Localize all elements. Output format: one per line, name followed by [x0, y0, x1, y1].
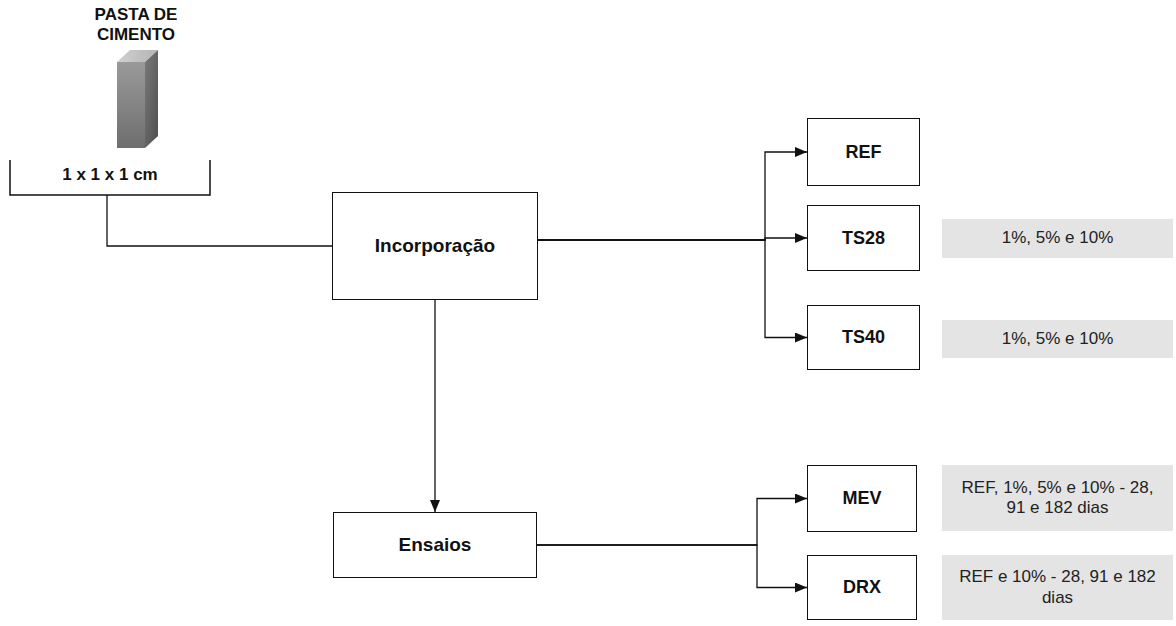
connector-line [107, 195, 332, 246]
flow-arrow [434, 300, 435, 512]
test-box: MEV [807, 465, 917, 532]
content-tag: 1%, 5% e 10% [942, 320, 1173, 358]
test-box: DRX [807, 555, 917, 620]
node-label: TS40 [842, 327, 885, 348]
sample-box: TS40 [807, 305, 920, 370]
node-label: REF [846, 142, 882, 163]
node-label: 1%, 5% e 10% [1002, 228, 1114, 248]
flow-arrow [537, 499, 807, 546]
flow-arrow [538, 152, 807, 240]
node-label: Ensaios [399, 534, 472, 556]
node-label: REF, 1%, 5% e 10% - 28, 91 e 182 dias [950, 478, 1165, 519]
sample-box: REF [807, 118, 920, 186]
cube-illustration [117, 50, 158, 148]
test-detail-tag: REF e 10% - 28, 91 e 182 dias [942, 555, 1173, 620]
cube-side [145, 50, 158, 148]
node-label: MEV [842, 488, 881, 509]
dimension-label: 1 x 1 x 1 cm [10, 165, 210, 185]
specimen-heading: PASTA DE CIMENTO [66, 5, 206, 46]
flow-arrow [537, 545, 807, 588]
node-label: Incorporação [375, 235, 495, 257]
sample-box: TS28 [807, 205, 920, 271]
node-label: TS28 [842, 228, 885, 249]
flow-arrow [538, 240, 807, 338]
content-tag: 1%, 5% e 10% [942, 219, 1173, 258]
dimension-bracket [10, 160, 210, 195]
node-label: REF e 10% - 28, 91 e 182 dias [950, 567, 1165, 608]
node-label: DRX [843, 577, 881, 598]
process-box: Incorporação [332, 192, 538, 300]
specimen-group: PASTA DE CIMENTO 1 x 1 x 1 cm [10, 5, 210, 195]
process-box: Ensaios [333, 512, 537, 578]
test-detail-tag: REF, 1%, 5% e 10% - 28, 91 e 182 dias [942, 465, 1173, 531]
cube-front [117, 62, 145, 148]
node-label: 1%, 5% e 10% [1002, 329, 1114, 349]
